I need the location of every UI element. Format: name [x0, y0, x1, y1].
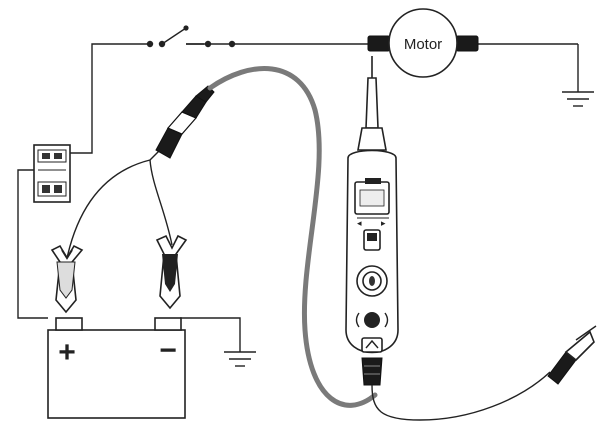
positive-clamp-wire: [66, 159, 151, 259]
top-circuit-wire: [70, 43, 579, 154]
ground-alligator-clip: [547, 325, 597, 385]
circuit-probe: ◂ ▸: [345, 56, 399, 386]
motor-label: Motor: [404, 36, 442, 53]
fuse-to-battery-wire: [17, 169, 48, 319]
probe-cable: [207, 66, 378, 408]
switch: [146, 25, 236, 48]
battery-negative-label: −: [159, 334, 177, 367]
motor: Motor: [367, 8, 479, 78]
battery: + −: [47, 317, 186, 419]
ground-symbol-battery: [180, 317, 256, 367]
fuse-box: [33, 144, 71, 203]
ground-lead-wire: [371, 371, 551, 421]
svg-text:◂: ◂: [357, 218, 362, 228]
battery-positive-label: +: [58, 336, 76, 369]
positive-clamp: [50, 244, 84, 314]
ground-symbol-motor: [562, 91, 594, 107]
negative-clamp-wire: [149, 159, 173, 246]
svg-text:▸: ▸: [381, 218, 386, 228]
inline-connector: [149, 85, 215, 161]
negative-clamp: [155, 234, 188, 310]
